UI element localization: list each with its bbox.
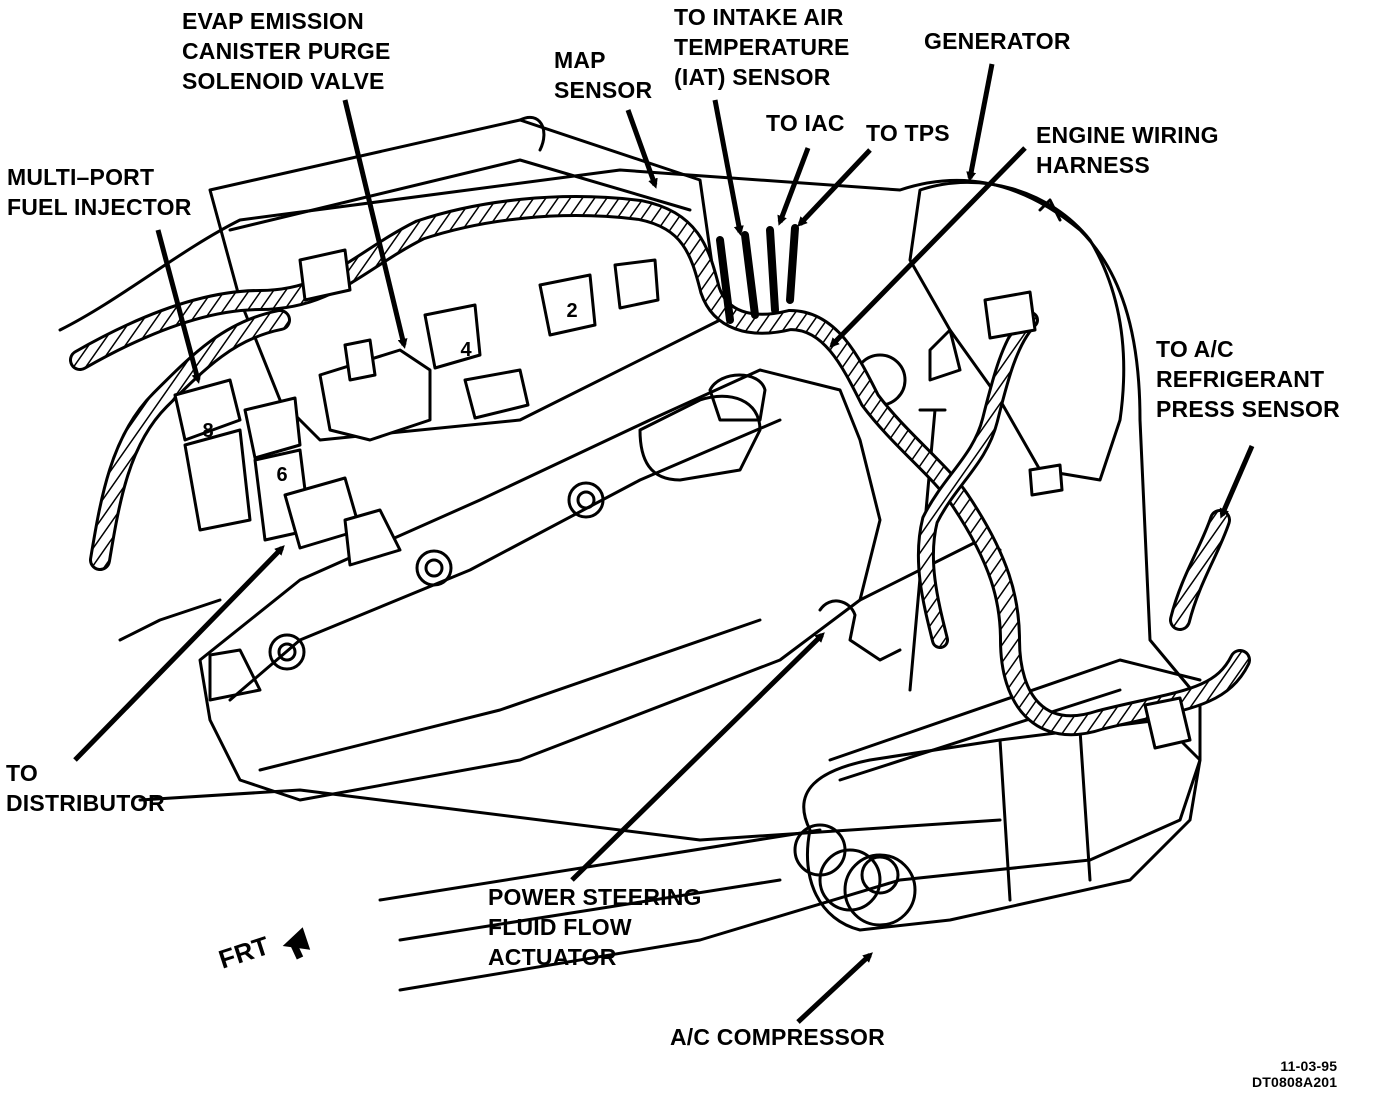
- engine-wiring-harness: [69, 195, 1251, 737]
- arrow-tps: [797, 148, 872, 227]
- arrow-distributor: [73, 545, 285, 762]
- power-steering-fluid-flow-actuator: [818, 599, 902, 662]
- front-arrow-icon: [282, 927, 311, 960]
- valve-cover-bolt: [415, 549, 453, 587]
- ac-compressor-label: A/C COMPRESSOR: [670, 1024, 885, 1050]
- arrow-generator: [966, 63, 995, 182]
- tps-label: TO TPS: [866, 120, 950, 146]
- engine-block-outline: [58, 168, 1202, 992]
- arrow-map-sensor: [625, 109, 658, 189]
- arrow-iat-sensor: [712, 99, 744, 236]
- arrow-ac-compressor: [796, 952, 873, 1024]
- connector-2: [538, 273, 597, 337]
- connector-number: 8: [202, 420, 213, 442]
- injector-connector-6: [243, 396, 302, 460]
- connector-4: [423, 303, 482, 370]
- valve-cover-bolt: [268, 633, 306, 671]
- ac-compressor: [793, 718, 1202, 932]
- iac-label: TO IAC: [766, 110, 845, 136]
- arrow-engine-wiring-harness: [829, 146, 1027, 348]
- evap-purge-solenoid: [318, 348, 432, 442]
- oil-fill-cap: [638, 394, 762, 482]
- connector-number: 2: [566, 300, 577, 322]
- generator-label: GENERATOR: [924, 28, 1071, 54]
- arrow-ac-refrigerant-sensor: [1219, 445, 1255, 519]
- injector-connector-8: [173, 378, 242, 442]
- connector-number: 6: [276, 464, 287, 486]
- map-sensor: [613, 258, 660, 310]
- arrow-fuel-injector: [155, 229, 202, 384]
- arrow-evap-solenoid: [342, 99, 408, 349]
- arrow-iac: [777, 147, 811, 226]
- valve-cover: [198, 368, 882, 802]
- connector-number: 4: [460, 339, 472, 361]
- arrow-power-steering: [570, 632, 825, 882]
- valve-cover-bolt: [567, 481, 605, 519]
